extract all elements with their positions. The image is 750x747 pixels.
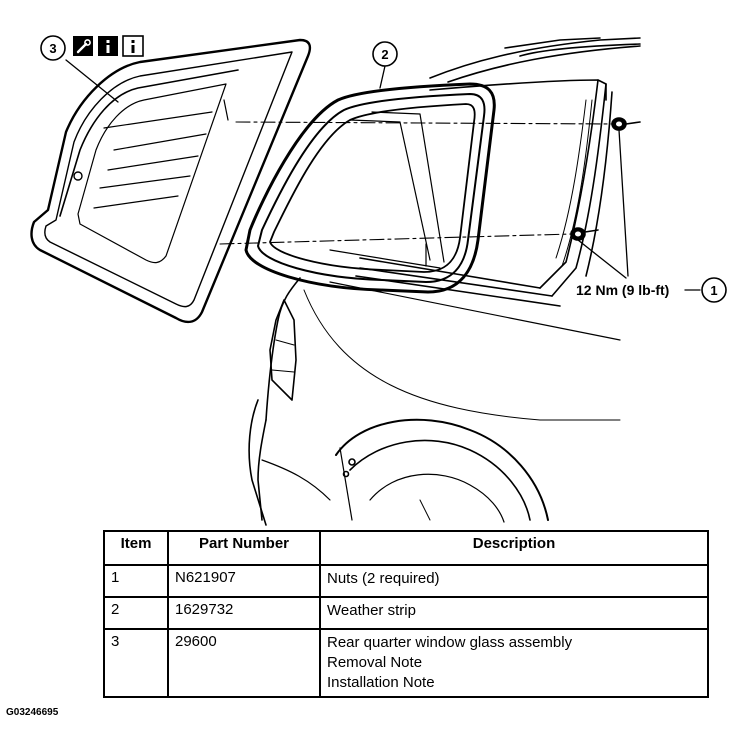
table-header-row: Item Part Number Description <box>103 530 709 566</box>
description-cell: Rear quarter window glass assembly Remov… <box>319 628 709 698</box>
figure-code: G03246695 <box>6 707 59 718</box>
part-number-cell: 1629732 <box>167 596 321 630</box>
description-line: Rear quarter window glass assembly <box>327 634 573 651</box>
svg-text:1: 1 <box>710 283 717 298</box>
table-row: 1 N621907 Nuts (2 required) <box>103 564 709 598</box>
part-number-cell: 29600 <box>167 628 321 698</box>
item-cell: 3 <box>103 628 169 698</box>
svg-text:3: 3 <box>49 41 56 56</box>
removal-note-link[interactable]: Removal Note <box>327 654 423 671</box>
description-cell: Nuts (2 required) <box>319 564 709 598</box>
parts-table: Item Part Number Description 1 N621907 N… <box>103 530 709 698</box>
item-cell: 2 <box>103 596 169 630</box>
leader-lines <box>65 59 701 291</box>
description-line: Weather strip <box>327 602 416 619</box>
callout-1: 1 <box>701 277 727 303</box>
alignment-lines <box>219 121 613 245</box>
nut-lower <box>570 227 599 241</box>
weather-strip <box>244 82 496 294</box>
info-icon <box>98 36 118 56</box>
info-icon <box>122 35 144 57</box>
header-item: Item <box>103 530 169 566</box>
wrench-icon <box>73 36 93 56</box>
torque-label: 12 Nm (9 lb-ft) <box>576 282 669 298</box>
installation-note-link[interactable]: Installation Note <box>327 674 435 691</box>
table-row: 3 29600 Rear quarter window glass assemb… <box>103 628 709 698</box>
header-description: Description <box>319 530 709 566</box>
description-cell: Weather strip <box>319 596 709 630</box>
callout-3: 3 <box>40 35 66 61</box>
header-part-number: Part Number <box>167 530 321 566</box>
nut-upper <box>611 117 641 131</box>
description-line: Nuts (2 required) <box>327 570 440 587</box>
window-assembly-diagram: 3 2 1 12 Nm (9 lb-ft) <box>30 35 727 526</box>
part-number-cell: N621907 <box>167 564 321 598</box>
svg-text:2: 2 <box>381 47 388 62</box>
callout-2: 2 <box>372 41 398 67</box>
window-glass-assembly <box>30 38 312 324</box>
item-cell: 1 <box>103 564 169 598</box>
table-row: 2 1629732 Weather strip <box>103 596 709 630</box>
